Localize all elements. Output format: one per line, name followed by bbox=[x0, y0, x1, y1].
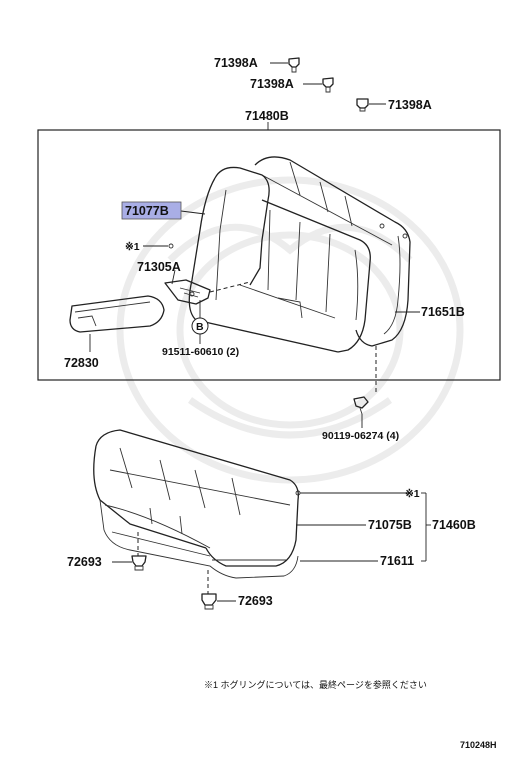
bolt-label: 91511-60610 (2) bbox=[162, 346, 239, 358]
stopper-left-label: 72693 bbox=[67, 555, 102, 569]
watermark bbox=[116, 176, 464, 484]
clip-top-3-label: 71398A bbox=[388, 98, 432, 112]
back-cover-label: 71651B bbox=[421, 305, 465, 319]
stopper-bottom-label: 72693 bbox=[238, 594, 273, 608]
seat-back-frame-shape bbox=[188, 166, 408, 353]
clip-top-1-icon bbox=[288, 57, 300, 73]
seat-back-cover-shape bbox=[254, 156, 411, 347]
screw-label: 90119-06274 (4) bbox=[322, 430, 399, 442]
clip-top-2-label: 71398A bbox=[250, 77, 294, 91]
hog-ring-mark-top: ※1 bbox=[125, 241, 140, 253]
clip-top-2-icon bbox=[322, 77, 334, 93]
hog-ring-mark-bottom: ※1 bbox=[405, 488, 420, 500]
clip-top-3-icon bbox=[356, 98, 369, 112]
back-assy-frame-box bbox=[37, 129, 501, 381]
hinge-label: 71305A bbox=[137, 260, 181, 274]
cushion-cover-label: 71611 bbox=[380, 554, 414, 568]
cushion-assy-label: 71460B bbox=[432, 518, 476, 532]
diagram-code: 710248H bbox=[460, 740, 497, 750]
highlight-box bbox=[121, 201, 182, 220]
armrest-shape bbox=[69, 295, 165, 333]
footnote: ※1 ホグリングについては、最終ページを参照ください bbox=[204, 679, 427, 690]
back-frame-label[interactable]: 71077B bbox=[125, 204, 169, 218]
screw-icon bbox=[353, 396, 369, 415]
clip-top-1-label: 71398A bbox=[214, 56, 258, 70]
seat-cushion-shape bbox=[93, 429, 299, 579]
stopper-bottom-icon bbox=[201, 593, 217, 610]
cushion-frame-label: 71075B bbox=[368, 518, 412, 532]
stopper-left-icon bbox=[131, 555, 147, 571]
hinge-bracket-icon bbox=[164, 279, 211, 305]
bolt-ref-circle-label: B bbox=[196, 321, 204, 333]
back-assy-label: 71480B bbox=[245, 109, 289, 123]
armrest-label: 72830 bbox=[64, 356, 99, 370]
